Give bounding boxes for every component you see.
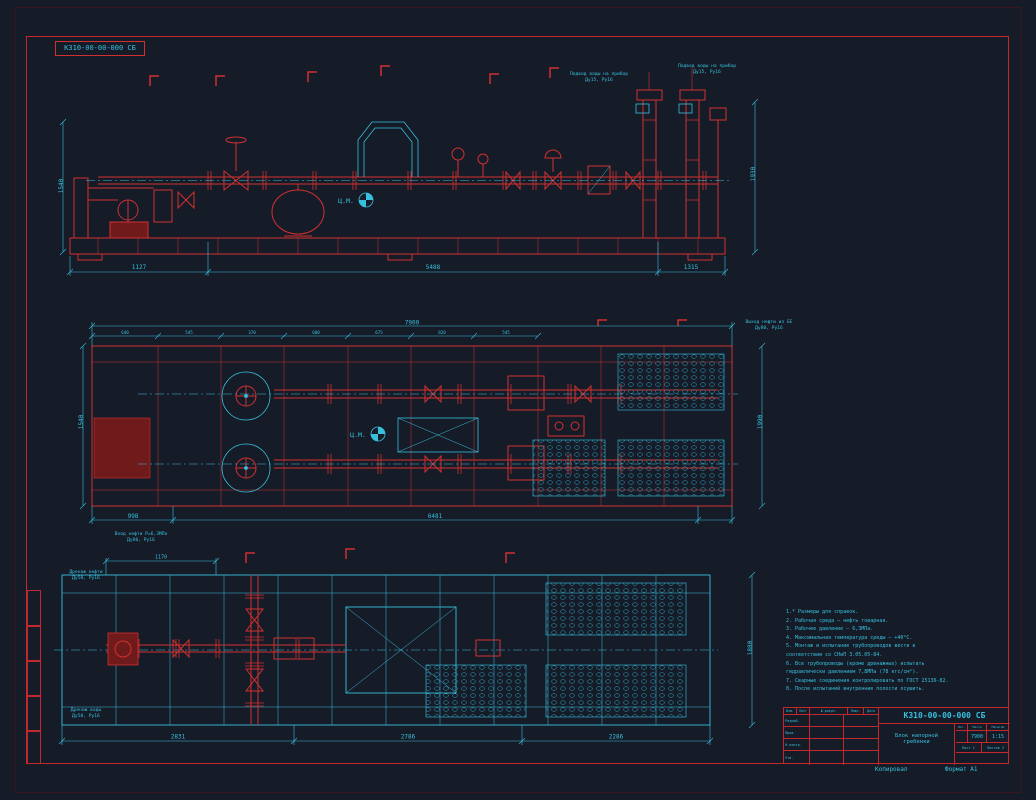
- dim-label: 1540: [58, 178, 65, 193]
- note-line: 5. Монтаж и испытание трубопроводов вест…: [786, 643, 916, 650]
- dim-label: 6481: [428, 513, 443, 520]
- titleblock-sheets: Листов 2: [982, 743, 1009, 753]
- bottom-cyan-linework: [54, 574, 718, 726]
- assembly-name-line2: гребенки: [903, 739, 930, 745]
- dim-label: 545: [185, 330, 193, 335]
- plan-view: 7900 640 545 370 600 675 820 545 998 648…: [78, 319, 766, 524]
- dim-label: 820: [438, 330, 446, 335]
- plan-dimension-lines: [79, 322, 766, 524]
- callout-oil-outlet: Выход нефти из БЕ Ду80, Ру16: [730, 320, 808, 332]
- titleblock-row-approver: Утв.: [785, 756, 794, 760]
- callout-line: Ду15, Ру16: [693, 70, 721, 76]
- drawing-frame: [26, 36, 1009, 764]
- title-block: К310-00-00-000 СБ Изм. Лист № докум. Под…: [783, 707, 1010, 765]
- plan-cyan-linework: [138, 353, 738, 497]
- plan-dim-labels: 7900 640 545 370 600 675 820 545 998 648…: [78, 320, 764, 521]
- note-line: соответствии со СНиП 3.05.05-84.: [786, 651, 883, 658]
- titleblock-mass-label: Масса: [968, 724, 987, 731]
- dim-label: 1540: [78, 414, 85, 429]
- dim-label: 5488: [426, 264, 441, 271]
- dim-label: 2831: [171, 734, 186, 741]
- drawing-code: К310-00-00-000 СБ: [64, 44, 136, 52]
- bottom-dimension-lines: [58, 557, 756, 745]
- copied-label: Копировал: [875, 766, 908, 773]
- titleblock-doc-number: К310-00-00-000 СБ: [879, 708, 1010, 724]
- callout-line: Ду50, Ру16: [72, 576, 100, 582]
- frame-strip-cell: [27, 730, 41, 764]
- center-of-mass-label: Ц.М.: [338, 197, 354, 205]
- callout-line: Ду80, Ру16: [127, 538, 155, 544]
- format-label: Формат А1: [945, 766, 978, 773]
- callout-line: Вход нефти Р=6,3МПа: [114, 532, 168, 537]
- page-outer-border: [15, 7, 1021, 793]
- dim-label: 600: [312, 330, 320, 335]
- dim-label: 1990: [757, 414, 764, 429]
- callout-water-supply-1: Подвод воды на прибор Ду15, Ру16: [556, 72, 642, 84]
- dim-label: 1127: [132, 264, 147, 271]
- front-dim-labels: 1127 5488 1315 1540 1930 Ц.М.: [58, 166, 757, 271]
- front-dimension-lines: [59, 98, 759, 276]
- callout-line: Ду80, Ру16: [755, 326, 783, 332]
- frame-strip-cell: [27, 590, 41, 627]
- note-line: 7. Сварные соединения контролировать по …: [786, 677, 949, 684]
- bottom-red-linework: [106, 548, 515, 725]
- callout-drain-oil: Дренаж нефти Ду50, Ру16: [50, 570, 122, 582]
- titleblock-mass-value: 7900: [968, 731, 987, 743]
- note-line: гидравлически давлением 7,8МПа (78 кгс/с…: [786, 669, 919, 676]
- titleblock-sheet: Лист 1: [956, 743, 982, 753]
- bottom-plan-view: 1170 2831 2786 2286 1880: [54, 548, 756, 745]
- titleblock-scale-value: 1:15: [987, 731, 1009, 743]
- center-of-mass-label: Ц.М.: [350, 431, 366, 439]
- titleblock-col-sign: Подп.: [848, 708, 864, 715]
- titleblock-col-doc: № докум.: [810, 708, 848, 715]
- titleblock-col-date: Дата: [864, 708, 878, 715]
- assembly-name-line1: Блок напорной: [894, 733, 939, 739]
- front-view: 1127 5488 1315 1540 1930 Ц.М.: [58, 65, 759, 276]
- callout-line: Дренаж воды: [70, 708, 102, 713]
- titleblock-row-checker: Пров.: [784, 727, 878, 739]
- frame-strip-cell: [27, 625, 41, 662]
- bottom-dim-labels: 1170 2831 2786 2286 1880: [155, 555, 754, 741]
- note-line: 4. Максимальная температура среды — +40°…: [786, 634, 913, 641]
- dim-label: 998: [128, 513, 139, 520]
- dim-label: 1315: [684, 264, 699, 271]
- note-line: 2. Рабочая среда — нефть товарная.: [786, 617, 889, 624]
- note-line: 1.* Размеры для справок.: [786, 609, 859, 615]
- dim-label: 2786: [401, 734, 416, 741]
- callout-oil-inlet: Вход нефти Р=6,3МПа Ду80, Ру16: [100, 532, 182, 544]
- callout-line: Подвод воды на прибор: [569, 72, 629, 77]
- dim-label: 1880: [747, 640, 754, 655]
- callout-drain-water: Дренаж воды Ду50, Ру16: [50, 708, 122, 720]
- note-line: 6. Все трубопроводы (кроме дренажных) ис…: [786, 660, 925, 667]
- dim-label: 7900: [405, 320, 420, 327]
- dim-label: 2286: [609, 734, 624, 741]
- titleblock-col-list: Лист: [797, 708, 810, 715]
- callout-line: Ду15, Ру16: [585, 78, 613, 84]
- dim-label: 370: [248, 330, 256, 335]
- drawing-code-box: К310-00-00-000 СБ: [55, 41, 145, 56]
- titleblock-lit-label: Лит.: [956, 724, 968, 731]
- titleblock-row-developer: Разраб.: [784, 715, 878, 727]
- callout-line: Выход нефти из БЕ: [745, 320, 793, 325]
- frame-strip-cell: [27, 660, 41, 697]
- front-cyan-linework: [86, 103, 730, 208]
- titleblock-col-izm: Изм.: [784, 708, 797, 715]
- callout-line: Дренаж нефти: [69, 570, 103, 575]
- callout-water-supply-2: Подвод воды на прибор Ду15, Ру16: [664, 64, 750, 76]
- titleblock-assembly-name: Блок напорной гребенки: [879, 724, 955, 765]
- dim-label: 1170: [155, 555, 167, 561]
- notes-block: 1.* Размеры для справок. 2. Рабочая сред…: [786, 608, 1006, 694]
- dim-label: 545: [502, 330, 510, 335]
- callout-line: Ду50, Ру16: [72, 714, 100, 720]
- frame-strip-cell: [27, 695, 41, 732]
- front-red-linework: [69, 65, 727, 261]
- note-line: 3. Рабочее давление — 6,3МПа.: [786, 626, 874, 633]
- note-line: 8. После испытаний внутренние полости ос…: [786, 686, 925, 693]
- callout-line: Подвод воды на прибор: [677, 64, 737, 69]
- titleblock-row-normcontrol: Н.контр.: [784, 739, 878, 751]
- titleblock-scale-label: Масштаб: [987, 724, 1009, 731]
- dim-label: 640: [121, 330, 129, 335]
- dim-label: 1930: [750, 166, 757, 181]
- dim-label: 675: [375, 330, 383, 335]
